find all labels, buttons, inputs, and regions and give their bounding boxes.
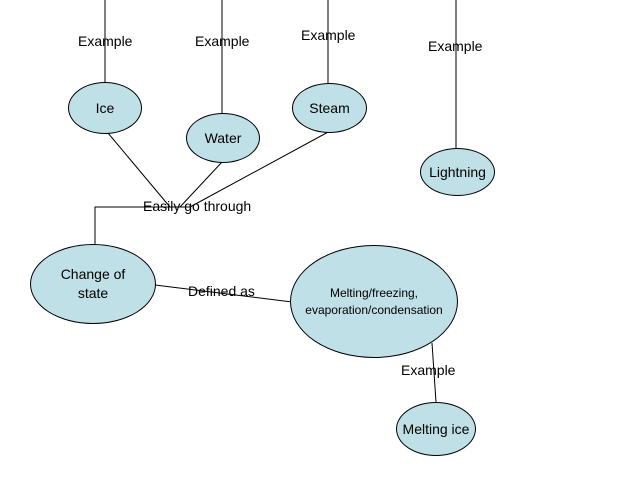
node-melting-freezing-line-2: evaporation/condensation: [305, 302, 443, 317]
link-label-example-5: Example: [401, 362, 456, 378]
line-steam-to-change: [189, 130, 331, 208]
node-steam[interactable]: Steam: [292, 83, 367, 133]
node-change-of-state-line-2: state: [77, 285, 109, 301]
node-change-of-state[interactable]: Change of state: [30, 244, 156, 324]
line-water-to-change: [179, 161, 223, 208]
node-ice-label: Ice: [95, 99, 115, 116]
link-label-example-2: Example: [195, 33, 250, 49]
node-melting-freezing[interactable]: Melting/freezing, evaporation/condensati…: [290, 245, 458, 358]
link-label-example-4: Example: [428, 38, 483, 54]
node-lightning-label: Lightning: [429, 163, 486, 180]
link-label-defined-as: Defined as: [188, 283, 255, 299]
node-melting-ice[interactable]: Melting ice: [396, 402, 476, 456]
link-label-example-3: Example: [301, 27, 356, 43]
node-melting-ice-label: Melting ice: [402, 420, 470, 437]
node-ice[interactable]: Ice: [68, 82, 142, 134]
node-water[interactable]: Water: [186, 113, 260, 163]
node-change-of-state-line-1: Change of: [60, 266, 126, 283]
line-ice-to-change: [107, 132, 171, 208]
line-elbow-to-change: [94, 206, 190, 244]
node-water-label: Water: [204, 129, 242, 146]
line-change-to-melting: [154, 284, 293, 303]
node-melting-freezing-line-1: Melting/freezing,: [329, 286, 419, 301]
line-melting-to-melting-ice: [431, 342, 437, 403]
node-steam-label: Steam: [309, 99, 350, 116]
link-label-easily-go-through: Easily go through: [143, 198, 252, 214]
link-label-example-1: Example: [78, 33, 133, 49]
node-lightning[interactable]: Lightning: [420, 148, 495, 196]
